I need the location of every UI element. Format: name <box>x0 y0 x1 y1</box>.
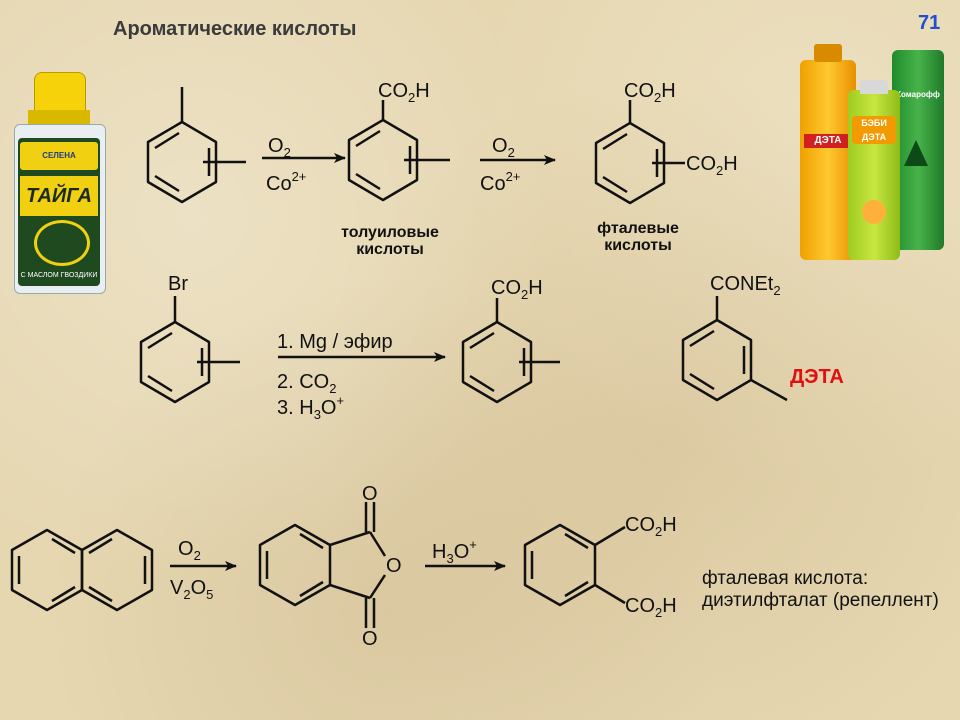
r3-product-top-end: H <box>662 514 676 536</box>
naphthalene-structure <box>10 528 154 612</box>
r2-start-group: Br <box>168 273 188 295</box>
svg-text:O2: O2 <box>268 135 291 160</box>
phthalic-acids-line2: кислоты <box>604 237 672 254</box>
r1-product2-side: CO <box>686 153 716 175</box>
komaroff-can-label: Комарофф <box>896 90 940 99</box>
r2-product-group-end: H <box>528 277 542 299</box>
svg-text:O2: O2 <box>178 538 201 563</box>
svg-text:Co2+: Co2+ <box>480 169 520 195</box>
r1-product1-group-sub: 2 <box>408 90 415 105</box>
r3-product-top: CO <box>625 514 655 536</box>
r2-step2-sub: 2 <box>329 381 336 396</box>
r1-reagent1-top: O <box>268 135 284 157</box>
r1-product1-group-end: H <box>415 80 429 102</box>
r1-reagent2-top-sub: 2 <box>508 145 515 160</box>
svg-text:CO2H: CO2H <box>491 277 543 302</box>
r1-reagent1-bottom: Co <box>266 173 292 195</box>
r3-reagent1-bottom-sub1: 2 <box>183 587 190 602</box>
r3-product-bottom-end: H <box>662 595 676 617</box>
taiga-maker: СЕЛЕНА <box>20 142 98 170</box>
r2-step1: 1. Mg / эфир <box>277 331 393 353</box>
r1-product2-side-sub: 2 <box>716 163 723 178</box>
r1-reagent1-top-sub: 2 <box>284 145 291 160</box>
toluic-acids-line2: кислоты <box>356 241 424 258</box>
toluic-acid-product-structure <box>461 298 560 404</box>
phthalic-acids-line1: фталевые <box>597 220 679 237</box>
r1-product2-top: CO <box>624 80 654 102</box>
anhydride-o-bottom: O <box>362 628 378 650</box>
deta-group: CONEt <box>710 273 774 295</box>
svg-text:V2O5: V2O5 <box>170 577 213 602</box>
deta-can-label: ДЭТА <box>804 134 852 148</box>
phthalic-anhydride-structure <box>258 502 387 628</box>
svg-text:3. H3O+: 3. H3O+ <box>277 393 344 422</box>
r1-reagent1-bottom-sup: 2+ <box>292 169 307 184</box>
deta-label: ДЭТА <box>790 366 844 388</box>
r2-step3-end: O <box>321 397 337 419</box>
r1-product2-top-end: H <box>661 80 675 102</box>
svg-text:CO2H: CO2H <box>378 80 430 105</box>
r1-reagent2-top: O <box>492 135 508 157</box>
svg-text:Co2+: Co2+ <box>266 169 306 195</box>
r2-step3: 3. H <box>277 397 314 419</box>
anhydride-o-top: O <box>362 483 378 505</box>
phthalic-note-line2: диэтилфталат (репеллент) <box>702 590 939 611</box>
r2-step3-sup: + <box>336 393 344 408</box>
taiga-footer: С МАСЛОМ ГВОЗДИКИ <box>20 272 98 279</box>
phthalic-note: фталевая кислота: диэтилфталат (репеллен… <box>702 568 939 612</box>
toluene-structure <box>146 87 246 204</box>
taiga-bottle-image: СЕЛЕНА ТАЙГА С МАСЛОМ ГВОЗДИКИ <box>10 72 108 294</box>
r1-reagent2-bottom-sup: 2+ <box>506 169 521 184</box>
repellent-cans-image: ДЭТА Комарофф БЭБИ ДЭТА <box>800 40 948 260</box>
r3-product-top-sub: 2 <box>655 524 662 539</box>
svg-text:CO2H: CO2H <box>686 153 738 178</box>
svg-text:O2: O2 <box>492 135 515 160</box>
r3-product-bottom: CO <box>625 595 655 617</box>
r1-reagent2-bottom: Co <box>480 173 506 195</box>
r3-reagent2-sub: 3 <box>446 551 453 566</box>
r3-reagent2-end: O <box>454 541 470 563</box>
phthalic-acid-structure <box>523 523 626 607</box>
r1-product2-side-end: H <box>723 153 737 175</box>
baby-can-label: БЭБИ ДЭТА <box>852 116 896 144</box>
svg-text:2. CO2: 2. CO2 <box>277 371 336 396</box>
anhydride-o-ring: O <box>386 555 402 577</box>
r3-reagent1-bottom-mid: O <box>191 577 207 599</box>
toluic-acids-line1: толуиловые <box>341 224 439 241</box>
r3-product-bottom-sub: 2 <box>655 605 662 620</box>
r1-product1-group: CO <box>378 80 408 102</box>
r3-reagent1-top-sub: 2 <box>194 548 201 563</box>
svg-text:CO2H: CO2H <box>625 514 677 539</box>
r3-reagent2-sup: + <box>469 537 477 552</box>
bromotoluene-structure <box>139 296 240 404</box>
r2-product-group-sub: 2 <box>521 287 528 302</box>
r3-reagent1-bottom-sub2: 5 <box>206 587 213 602</box>
toluic-acid-structure <box>347 100 450 202</box>
svg-text:CO2H: CO2H <box>624 80 676 105</box>
deta-structure <box>681 296 788 402</box>
phthalic-acids-structure <box>594 100 685 205</box>
slide-title: Ароматические кислоты <box>113 18 357 40</box>
r3-reagent1-top: O <box>178 538 194 560</box>
deta-group-sub: 2 <box>773 283 780 298</box>
toluic-acids-name: толуиловые кислоты <box>325 224 455 258</box>
r2-product-group: CO <box>491 277 521 299</box>
svg-text:H3O+: H3O+ <box>432 537 477 566</box>
svg-text:CONEt2: CONEt2 <box>710 273 781 298</box>
r3-reagent1-bottom: V <box>170 577 184 599</box>
r2-step3-sub: 3 <box>314 407 321 422</box>
taiga-brand: ТАЙГА <box>20 176 98 216</box>
r1-product2-top-sub: 2 <box>654 90 661 105</box>
svg-text:CO2H: CO2H <box>625 595 677 620</box>
phthalic-acids-name: фталевые кислоты <box>578 220 698 254</box>
slide-number: 71 <box>918 12 941 34</box>
r2-step2: 2. CO <box>277 371 329 393</box>
phthalic-note-line1: фталевая кислота: <box>702 568 869 589</box>
r3-reagent2: H <box>432 541 446 563</box>
